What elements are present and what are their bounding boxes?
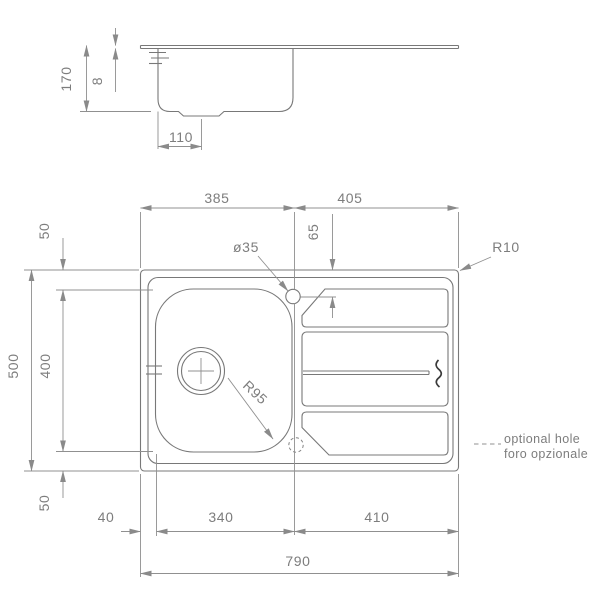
dim-corner-radius-label: R10 [492, 239, 519, 255]
plan-top-dimensions: 385 405 65 ø35 R10 [140, 190, 519, 535]
dim-depth-label: 170 [58, 66, 74, 91]
dim-margin-top-label: 50 [36, 223, 52, 240]
dim-width-total-label: 790 [285, 553, 310, 569]
dim-rim-label: 8 [89, 77, 105, 85]
optional-hole-note: optional hole foro opzionale [474, 432, 588, 461]
dim-width-right-label: 405 [337, 190, 362, 206]
drainboard [301, 288, 449, 456]
dim-height-total-label: 500 [5, 353, 21, 378]
section-view: 170 8 110 [58, 28, 460, 150]
dim-width-bowl-label: 340 [208, 509, 233, 525]
overflow-tick-marks [149, 51, 169, 65]
dim-margin-left-label: 40 [98, 509, 115, 525]
bowl-profile [157, 48, 294, 117]
bowl [154, 288, 293, 453]
drainboard-panel-middle [301, 331, 449, 407]
bowl-centerline-ticks [146, 365, 162, 375]
sink-rim [147, 276, 454, 465]
section-dimensions: 170 8 110 [58, 28, 202, 150]
dim-width-drainer-label: 410 [364, 509, 389, 525]
dim-height-bowl-label: 400 [37, 353, 53, 378]
groove-break-mark [435, 359, 443, 388]
optional-hole [288, 437, 304, 453]
dim-width-left-label: 385 [204, 190, 229, 206]
sink-outline [139, 269, 460, 472]
bowl-radius-dimension: R95 [227, 377, 274, 440]
plan-left-dimensions: 50 500 400 50 [5, 223, 153, 512]
note-line-1: optional hole [504, 432, 580, 446]
drainboard-panel-bottom [301, 411, 449, 456]
dim-hole-offset-label: 65 [305, 224, 321, 241]
dim-margin-bottom-label: 50 [36, 495, 52, 512]
plan-view: 385 405 65 ø35 R10 50 500 400 [5, 190, 588, 577]
plan-bottom-dimensions: 40 340 410 790 [98, 454, 459, 577]
faucet-hole [285, 288, 301, 305]
drainboard-panel-top [301, 288, 449, 328]
drain [176, 346, 226, 396]
dim-drain-offset-label: 110 [169, 129, 193, 145]
dim-hole-diameter-label: ø35 [233, 239, 259, 255]
countertop-profile [139, 44, 460, 50]
note-line-2: foro opzionale [504, 447, 588, 461]
dim-bowl-radius-label: R95 [240, 377, 271, 407]
